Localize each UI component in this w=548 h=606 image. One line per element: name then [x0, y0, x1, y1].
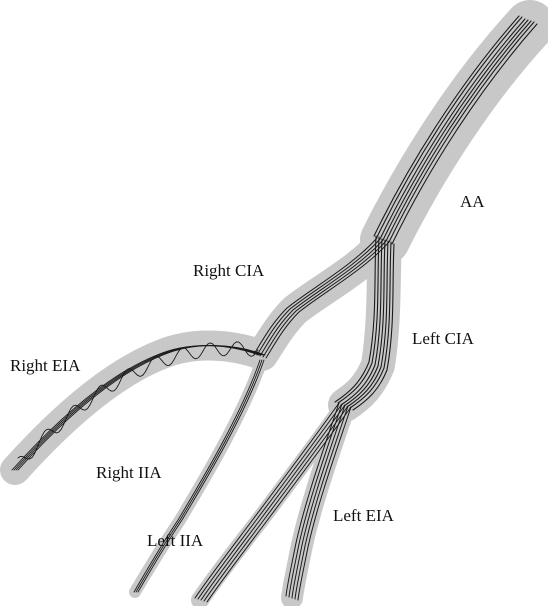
- label-right-iia: Right IIA: [96, 463, 162, 482]
- label-left-iia: Left IIA: [147, 531, 204, 550]
- label-left-eia: Left EIA: [333, 506, 395, 525]
- label-left-cia: Left CIA: [412, 329, 475, 348]
- label-right-cia: Right CIA: [193, 261, 265, 280]
- label-right-eia: Right EIA: [10, 356, 81, 375]
- label-aa: AA: [460, 192, 485, 211]
